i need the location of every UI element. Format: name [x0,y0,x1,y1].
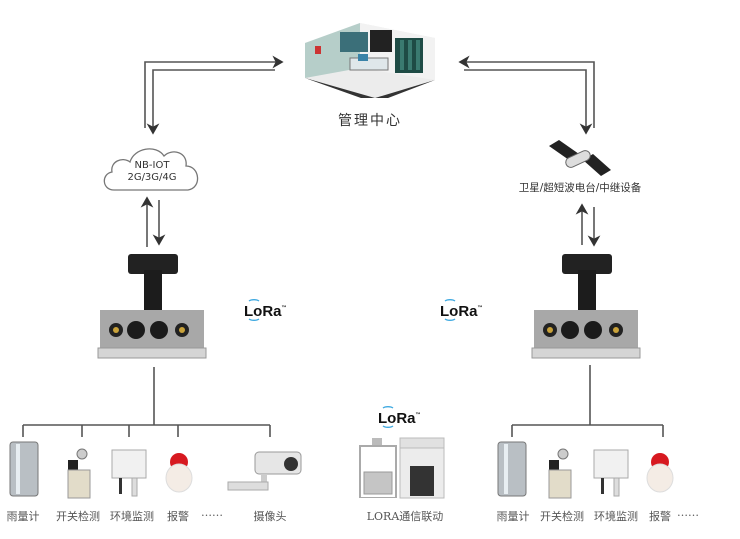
limit-switch-icon [548,448,572,499]
limit-switch-icon [67,448,91,499]
rain-gauge-icon [9,441,39,497]
device-label-alarm: 报警 [649,510,671,523]
cloud-label-line1: NB-IOT [134,160,170,171]
lora-tm: ™ [281,304,287,311]
management-center: 管理中心 [300,18,440,129]
device-label-camera: 摄像头 [253,510,287,523]
lora-wave-icon [444,298,456,322]
gate-icon [359,438,397,498]
environment-sensor-icon [111,449,147,497]
camera-icon [227,451,302,491]
satellite-label: 卫星/超短波电台/中继设备 [518,182,642,194]
gateway-left [96,250,208,365]
network-cloud: NB-IOT 2G/3G/4G [100,140,204,196]
gateway-icon [97,254,207,359]
arrow-center-to-satellite [464,69,593,135]
center-device-label: LORA通信联动 [366,510,444,523]
device-label-environment: 环境监测 [594,510,638,523]
alarm-light-icon [646,453,674,493]
device-label-rain-gauge: 雨量计 [6,510,40,523]
gateway-icon [531,254,641,359]
lora-wave-icon [248,298,260,322]
alarm-light-icon [165,453,193,493]
device-label-more: …… [201,506,223,519]
rain-gauge-icon [497,441,527,497]
environment-sensor-icon [593,449,629,497]
gateway-right [530,250,642,365]
lora-text: LoRa [244,303,282,320]
lora-tm: ™ [415,411,421,418]
satellite [545,138,615,178]
lora-text: LoRa [378,410,416,427]
arrow-satellite-to-center [458,55,595,128]
arrow-center-to-cloud [146,69,275,135]
gate-icon [399,437,445,499]
device-label-more: …… [677,506,699,519]
cloud-label-line2: 2G/3G/4G [127,172,177,183]
arrow-cloud-to-center [144,55,284,128]
cloud-icon [103,148,199,191]
control-room-icon [305,23,435,103]
device-label-environment: 环境监测 [110,510,154,523]
satellite-icon [549,140,611,176]
lora-wave-icon [382,405,394,429]
lora-tm: ™ [477,304,483,311]
lora-text: LoRa [440,303,478,320]
device-label-switch: 开关检测 [540,510,584,523]
device-label-rain-gauge: 雨量计 [496,510,530,523]
device-label-switch: 开关检测 [56,510,100,523]
device-label-alarm: 报警 [167,510,189,523]
management-center-label: 管理中心 [338,113,402,129]
